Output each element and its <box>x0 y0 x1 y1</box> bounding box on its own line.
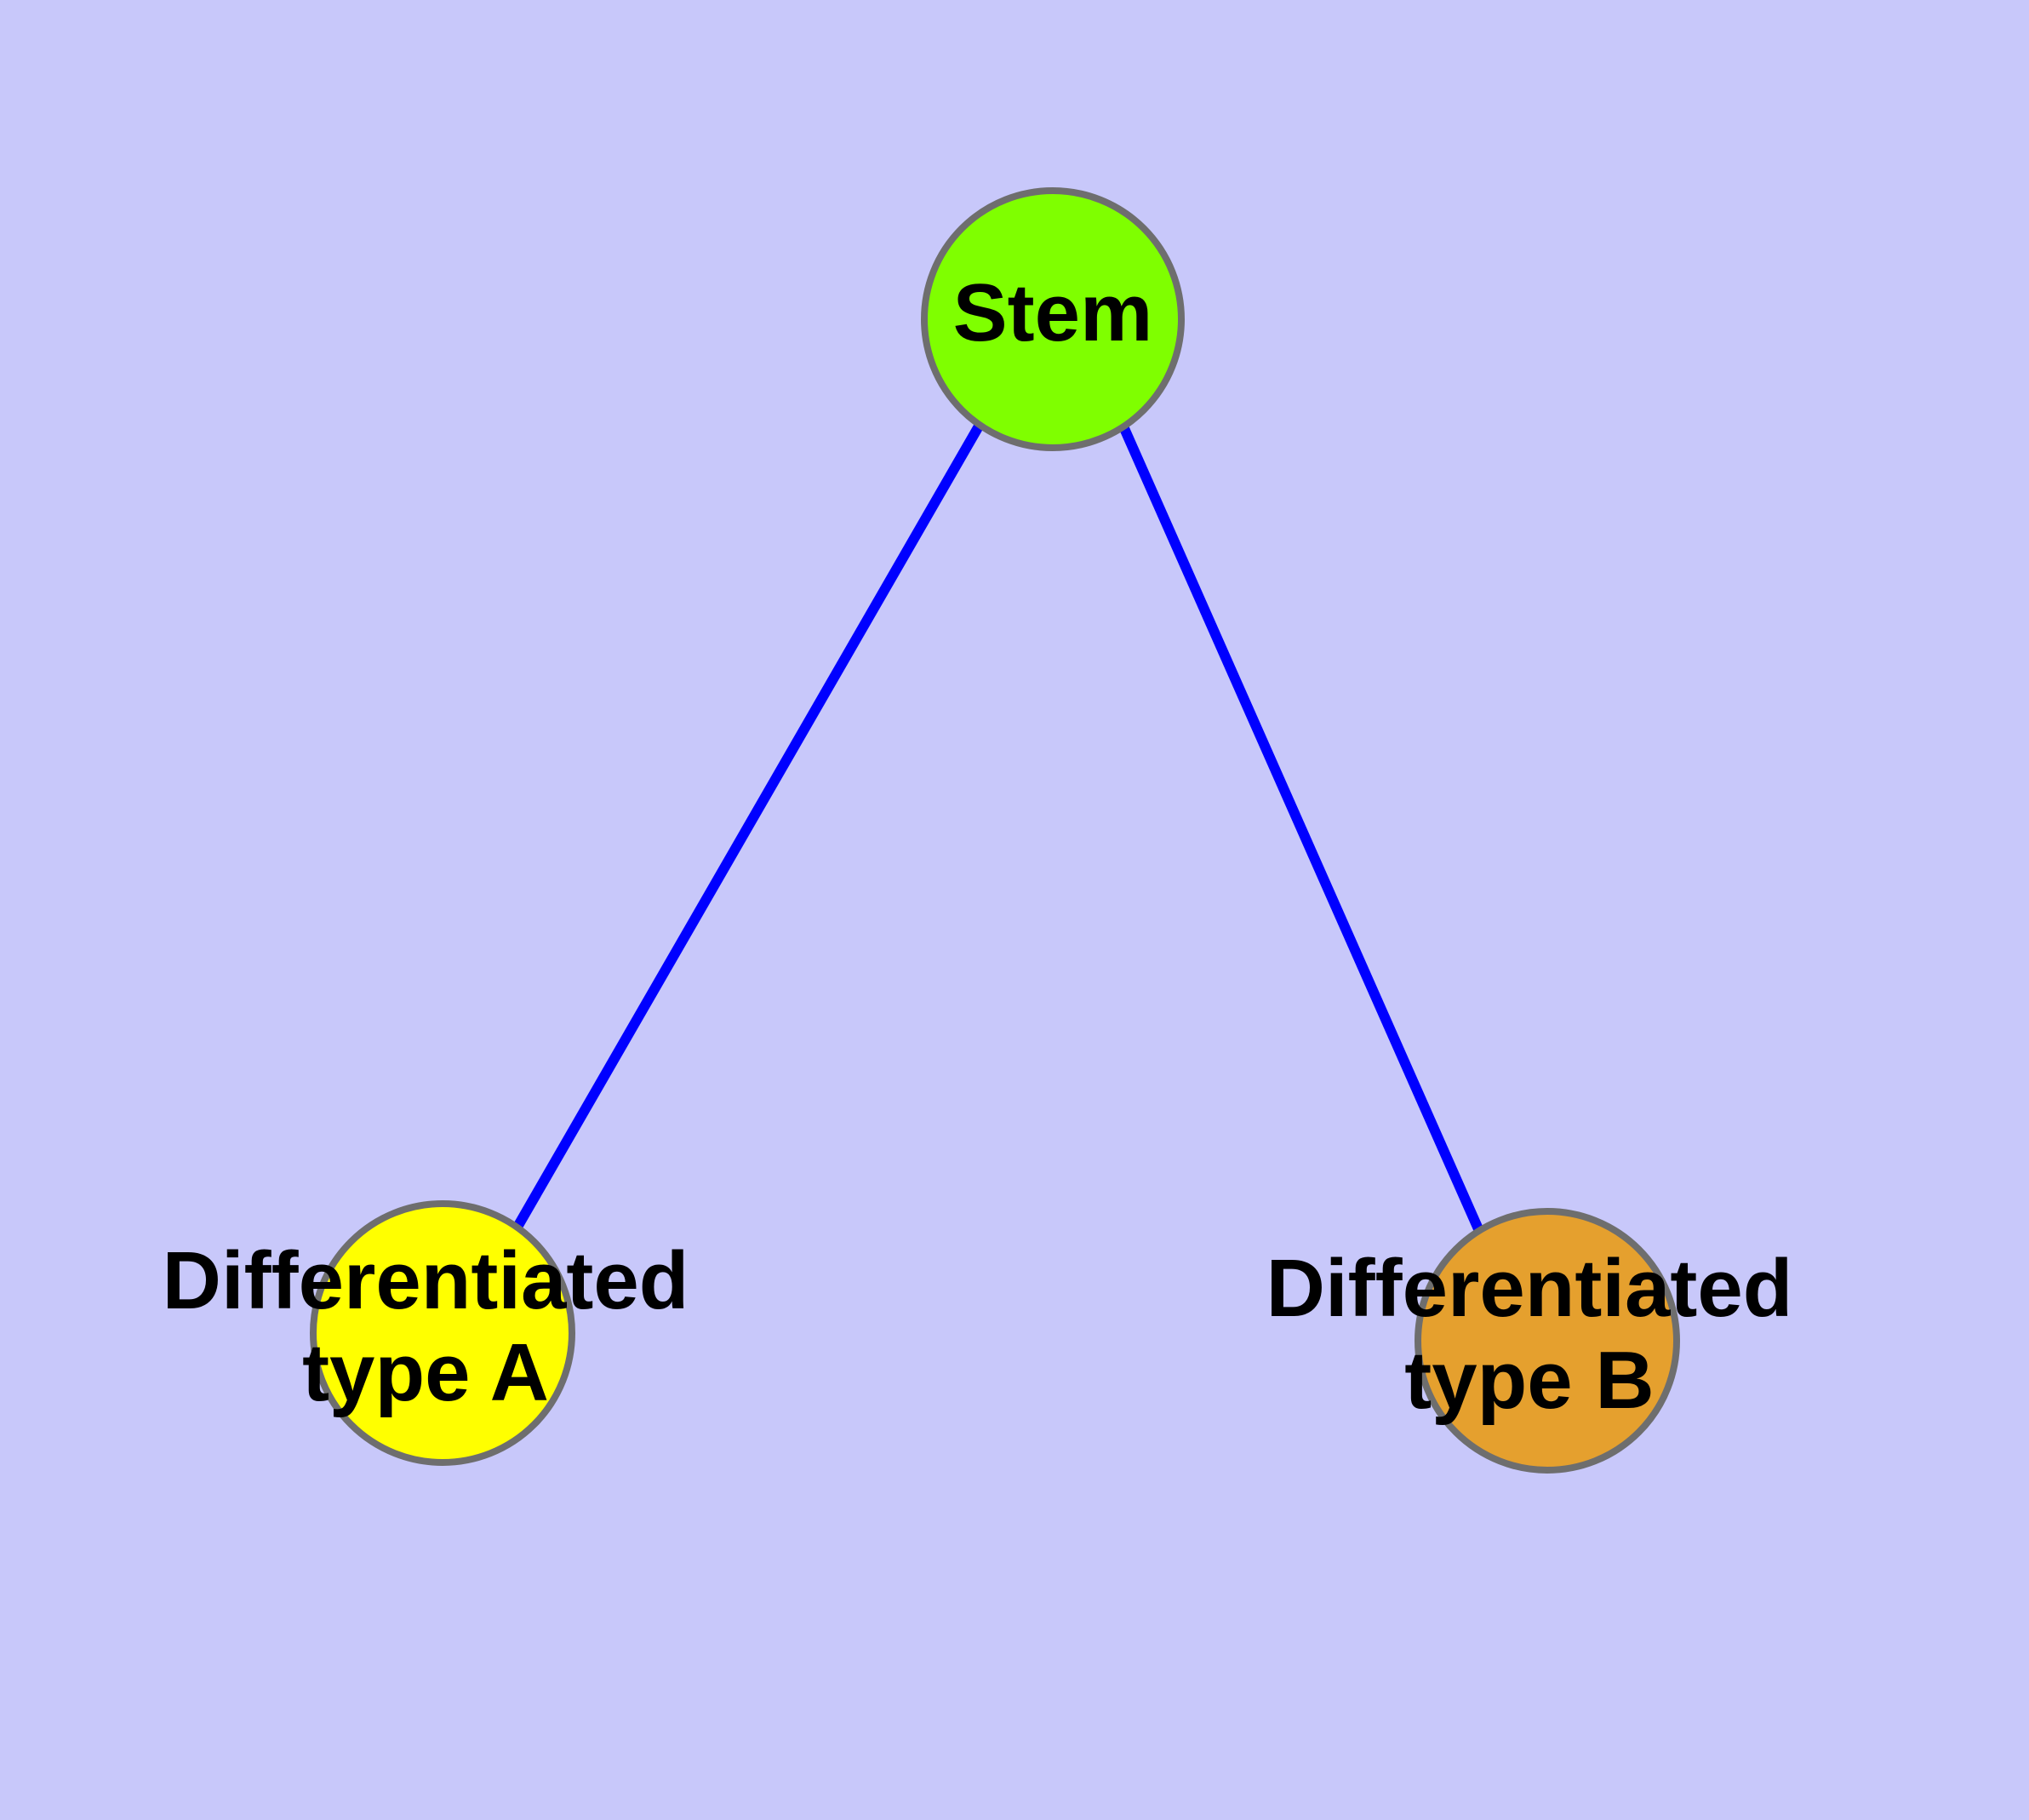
graph-node-diff-b[interactable] <box>1415 1208 1680 1474</box>
node-label-line: Stem <box>953 267 1153 358</box>
graph-node-diff-a[interactable] <box>310 1200 575 1466</box>
node-label-line: type A <box>302 1327 549 1418</box>
node-label-line: type B <box>1404 1335 1654 1426</box>
graph-edge-stem-to-diff-a <box>512 422 985 1231</box>
edges-layer <box>512 422 1484 1233</box>
nodes-layer <box>310 187 1680 1474</box>
node-label-line: Differentiated <box>163 1236 689 1327</box>
node-label-stem: Stem <box>953 267 1153 358</box>
node-label-line: Differentiated <box>1266 1244 1793 1335</box>
graph-node-stem[interactable] <box>921 187 1185 451</box>
graph-edge-stem-to-diff-b <box>1118 424 1484 1233</box>
